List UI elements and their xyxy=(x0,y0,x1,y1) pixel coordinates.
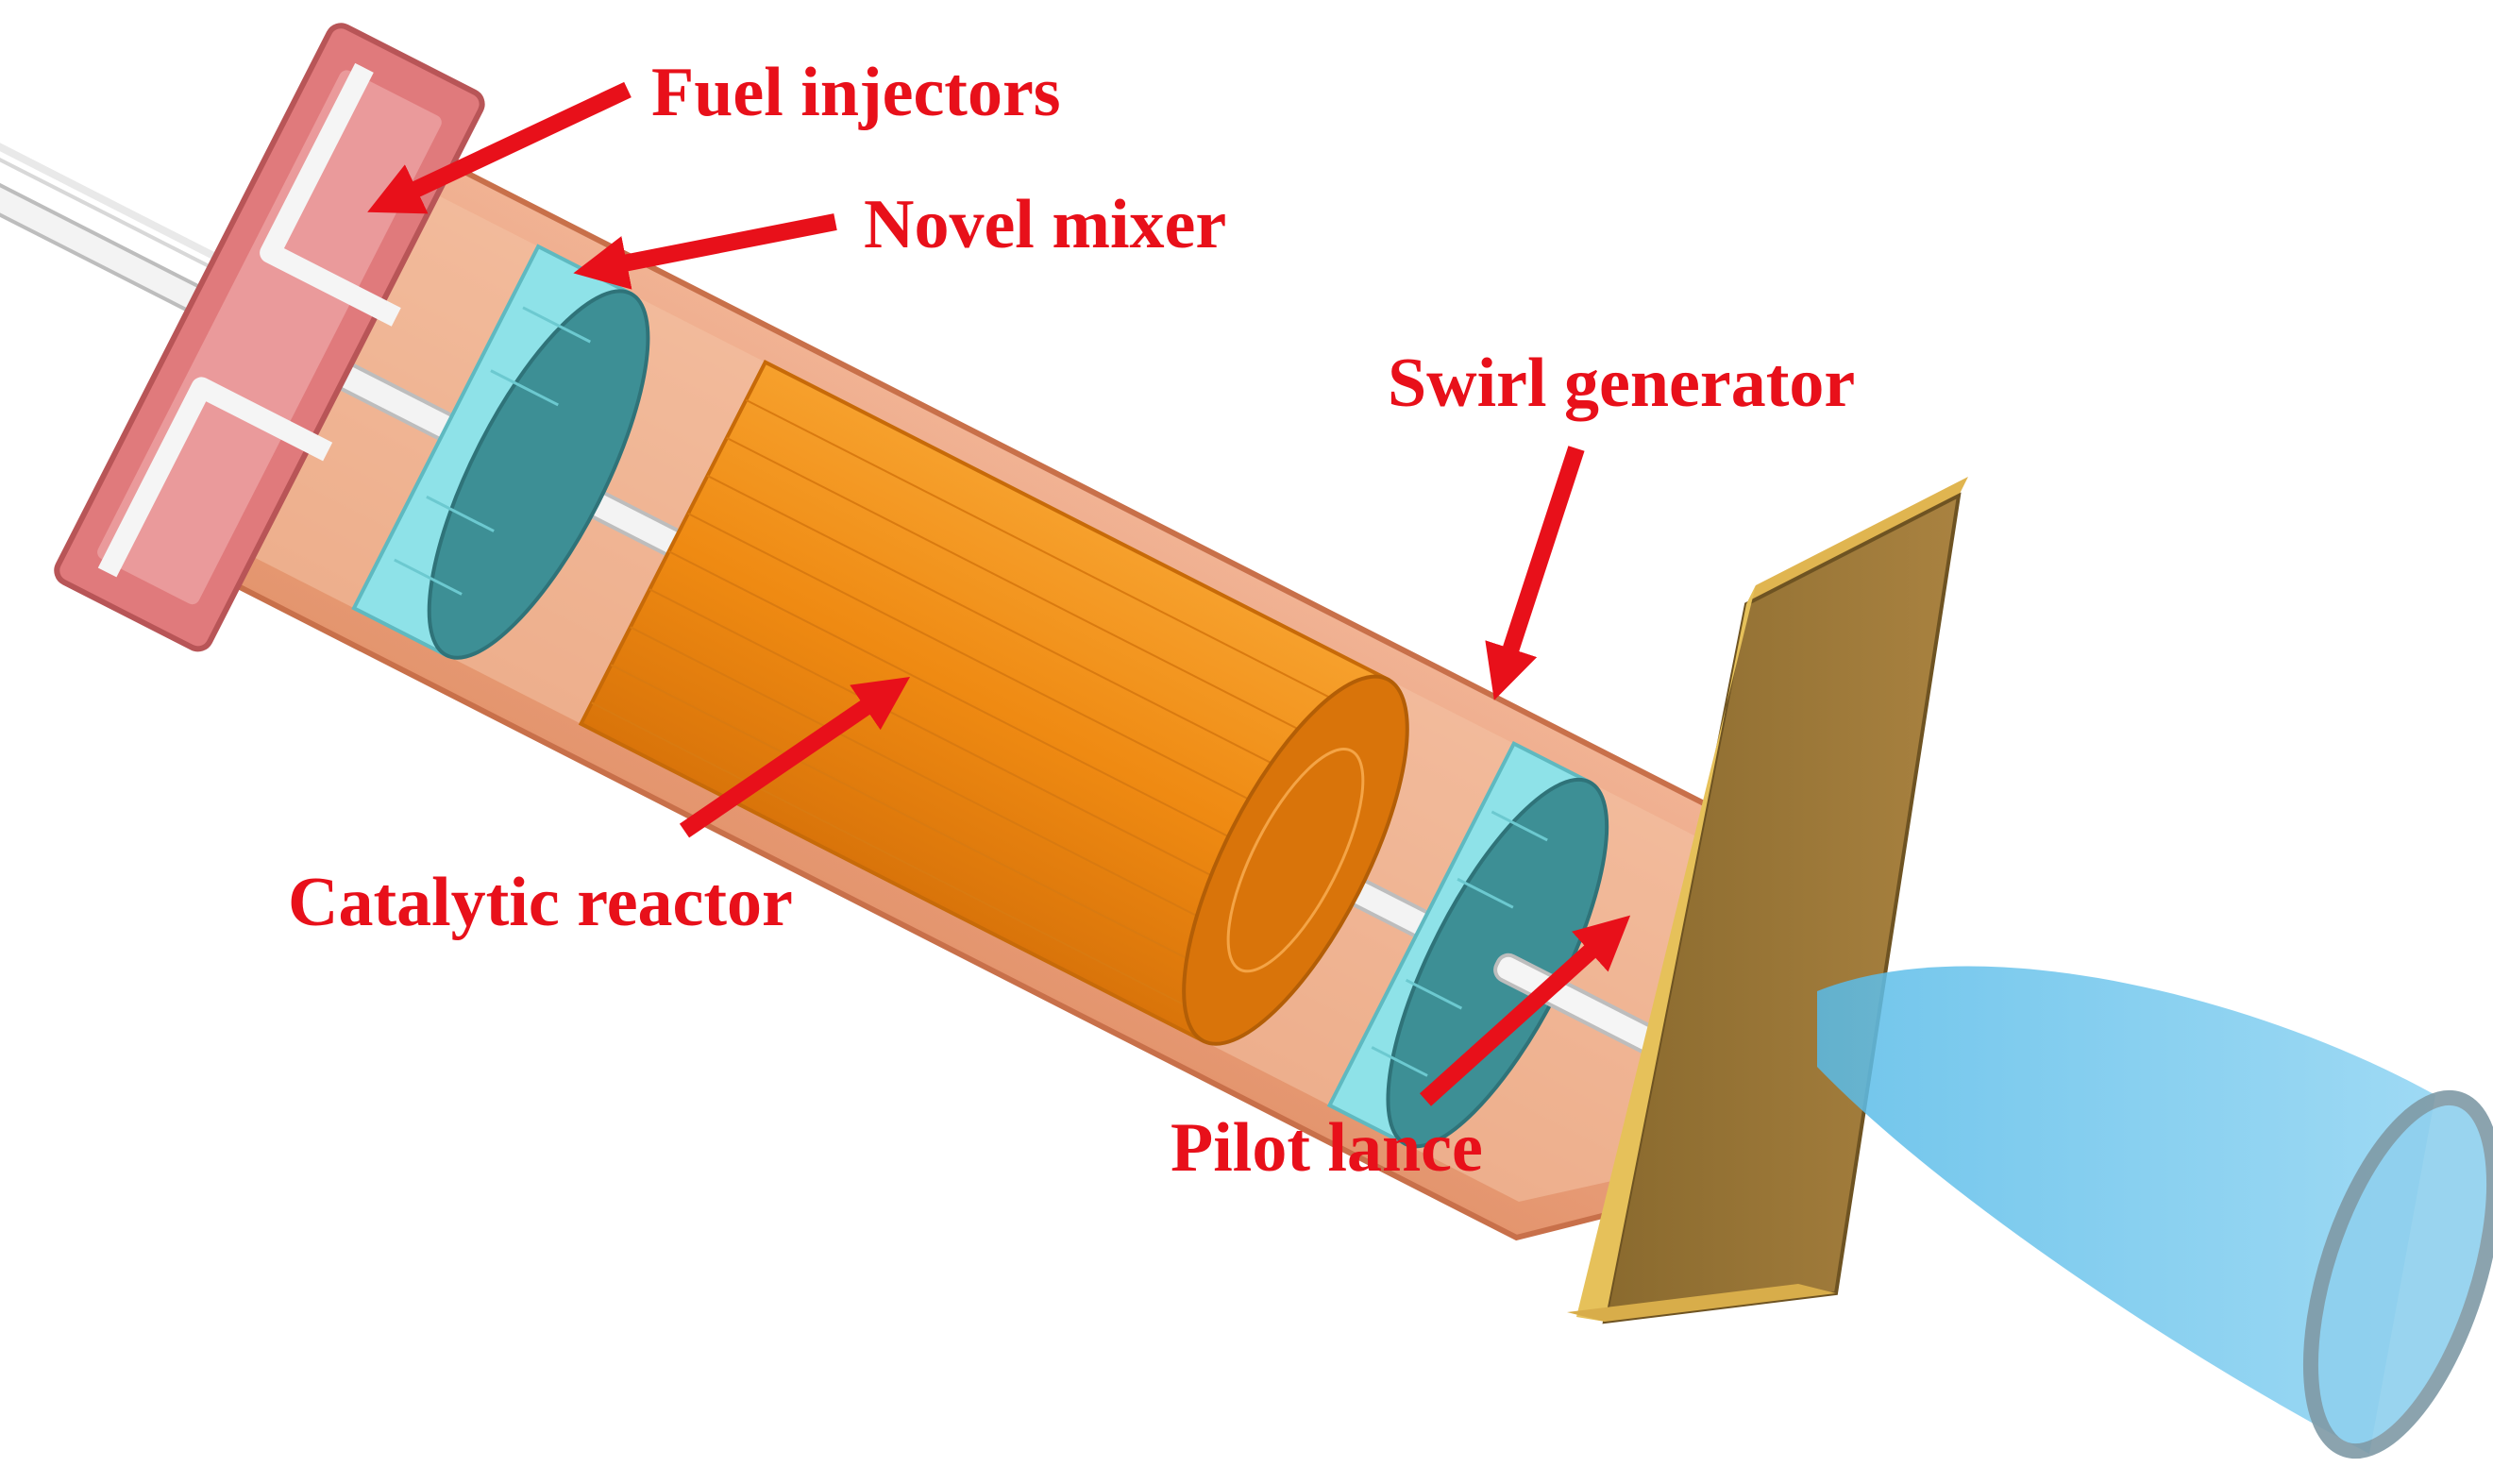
mounting-plate xyxy=(1567,477,1968,1324)
catalytic-reactor-label: Catalytic reactor xyxy=(288,864,793,941)
fuel-injectors-label: Fuel injectors xyxy=(651,54,1061,131)
fuel-injector-tube-lower xyxy=(97,377,333,578)
flame-cone xyxy=(1817,966,2493,1459)
pilot-lance-arrow xyxy=(1419,915,1631,1106)
fuel-injector-tube-upper xyxy=(260,62,401,327)
swirl-generator-arrow xyxy=(1485,446,1585,700)
catalytic-reactor-arrow xyxy=(679,677,911,838)
novel-mixer-label: Novel mixer xyxy=(864,186,1226,263)
fuel-injectors-arrow xyxy=(367,81,632,214)
injector-housing-face xyxy=(97,70,442,605)
catalytic-reactor-cylinder xyxy=(578,359,1409,1046)
pilot-lance-label: Pilot lance xyxy=(1171,1109,1483,1187)
swirl-generator-label: Swirl generator xyxy=(1388,345,1855,422)
novel-mixer-arrow xyxy=(573,213,837,290)
